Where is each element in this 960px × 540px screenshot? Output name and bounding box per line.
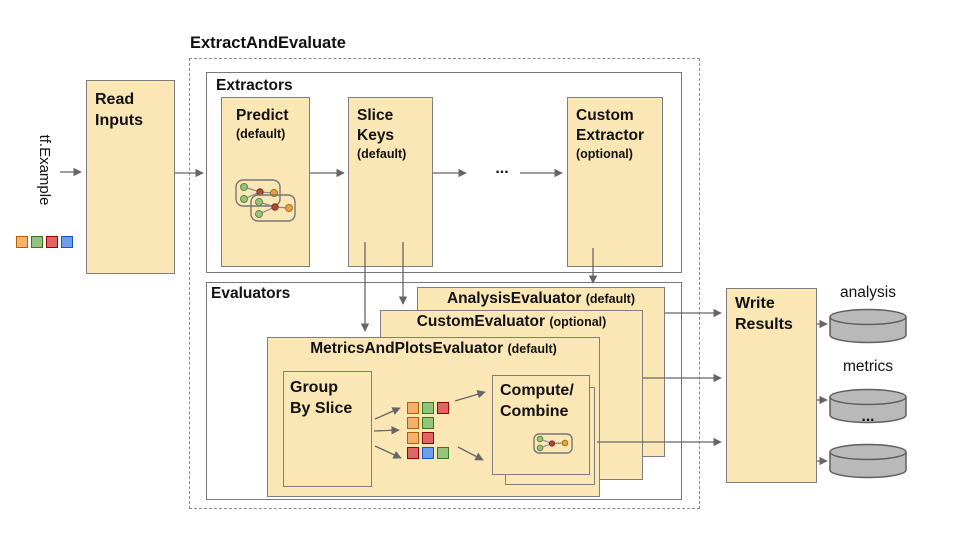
group-by-slice-label: Group By Slice (290, 379, 353, 417)
compute-combine-box: Compute/ Combine (492, 375, 590, 475)
slice-row (407, 417, 449, 429)
model-graph-icon (235, 179, 296, 222)
slice-row (407, 432, 449, 444)
predict-label: Predict (236, 107, 289, 124)
example-square-green (422, 417, 434, 429)
example-square-orange (407, 417, 419, 429)
custom-extractor-label: Custom Extractor (576, 107, 645, 144)
analysis-evaluator-qualifier: (default) (585, 292, 636, 306)
slice-keys-label: Slice Keys (357, 107, 395, 144)
analysis-evaluator-title: AnalysisEvaluator (default) (418, 288, 664, 308)
diagram-title: ExtractAndEvaluate (190, 34, 346, 52)
output-metrics-label: metrics (843, 358, 893, 375)
slice-keys-extractor-box: Slice Keys (default) (348, 97, 433, 267)
output-ellipsis-label: ... (861, 408, 875, 425)
example-square-green (437, 447, 449, 459)
write-results-box: Write Results (726, 288, 817, 483)
custom-extractor-box: Custom Extractor (optional) (567, 97, 663, 267)
metrics-and-plots-evaluator-name: MetricsAndPlotsEvaluator (310, 340, 504, 357)
predict-extractor-box: Predict (default) (221, 97, 310, 267)
slice-row (407, 447, 449, 459)
example-square-red (46, 236, 58, 248)
compute-combine-label: Compute/ Combine (500, 382, 574, 420)
example-square-green (422, 402, 434, 414)
custom-evaluator-title: CustomEvaluator (optional) (381, 311, 642, 331)
output-analysis-label: analysis (840, 284, 896, 301)
custom-extractor-qualifier: (optional) (576, 147, 633, 161)
analysis-database-cylinder-icon (829, 308, 907, 344)
example-square-blue (61, 236, 73, 248)
example-square-blue (422, 447, 434, 459)
slice-row (407, 402, 449, 414)
example-square-orange (407, 432, 419, 444)
input-label: tf.Example (36, 134, 53, 206)
custom-evaluator-name: CustomEvaluator (416, 313, 546, 330)
read-inputs-label: Read Inputs (95, 91, 143, 129)
group-by-slice-box: Group By Slice (283, 371, 372, 487)
metrics-and-plots-evaluator-qualifier: (default) (507, 342, 557, 356)
example-square-green (31, 236, 43, 248)
metrics-database-cylinder-icon (829, 388, 907, 424)
other-database-cylinder-icon (829, 443, 907, 479)
write-results-label: Write Results (735, 295, 793, 333)
example-square-red (437, 402, 449, 414)
example-square-red (407, 447, 419, 459)
extractors-ellipsis: ... (495, 160, 509, 177)
analysis-evaluator-name: AnalysisEvaluator (446, 290, 582, 307)
example-square-orange (407, 402, 419, 414)
input-example-squares (16, 236, 73, 248)
metrics-and-plots-evaluator-title: MetricsAndPlotsEvaluator (default) (268, 338, 599, 358)
combine-graph-icon (533, 433, 573, 454)
example-square-red (422, 432, 434, 444)
slice-keys-qualifier: (default) (357, 147, 407, 161)
evaluators-label: Evaluators (211, 285, 291, 302)
example-square-orange (16, 236, 28, 248)
read-inputs-box: Read Inputs (86, 80, 175, 274)
extractors-label: Extractors (216, 77, 293, 94)
sliced-examples-grid (407, 402, 449, 459)
predict-qualifier: (default) (236, 127, 286, 141)
custom-evaluator-qualifier: (optional) (549, 315, 607, 329)
